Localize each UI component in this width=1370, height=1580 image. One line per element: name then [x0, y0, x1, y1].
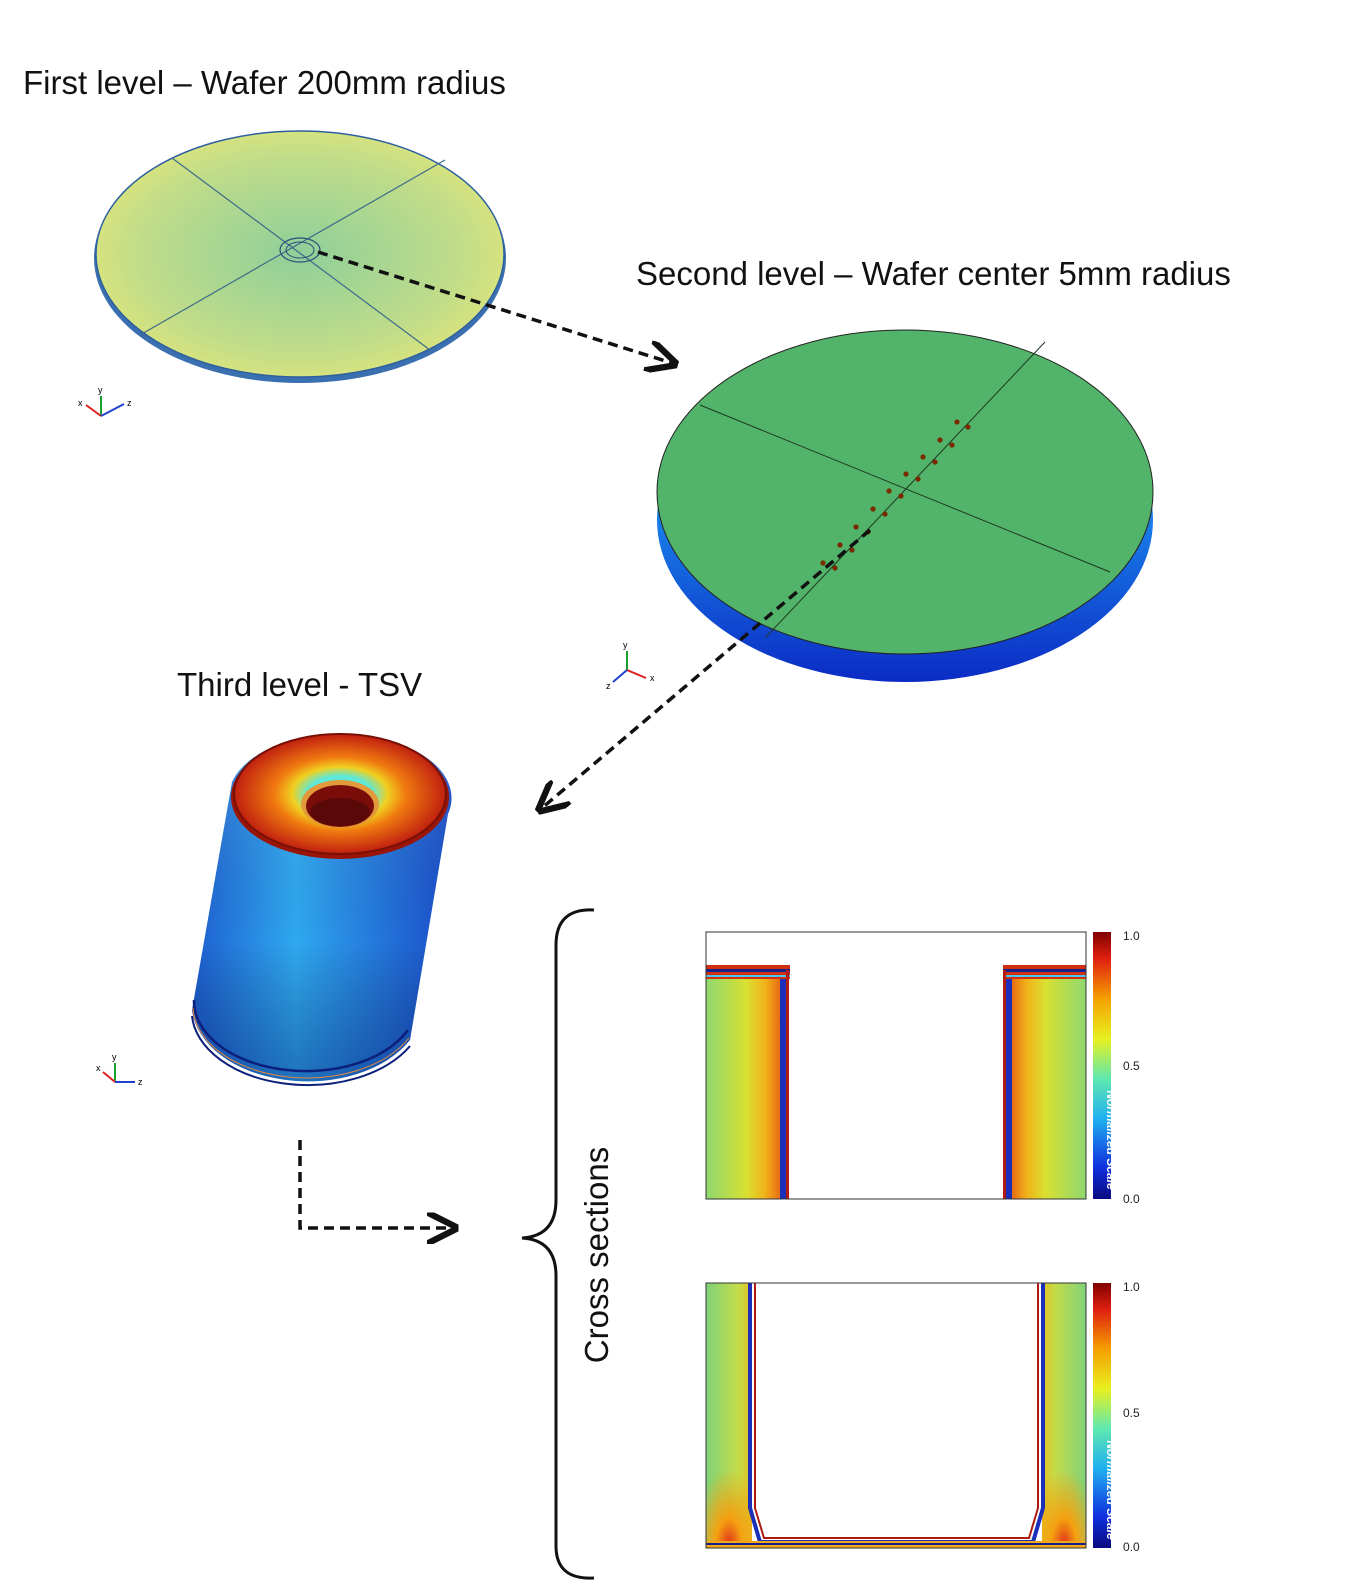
- axis-label: y: [623, 640, 628, 650]
- third-level-title: Third level - TSV: [177, 666, 423, 703]
- arrow-first-to-second: [317, 250, 672, 363]
- axis-triad-third: y x z: [96, 1052, 143, 1087]
- colorbar-max: 1.0: [1123, 1280, 1140, 1294]
- axis-label: z: [127, 398, 132, 408]
- cross-section-bottom: Normalized Scale 1.0 0.5 0.0: [705, 1280, 1140, 1554]
- axis-label: x: [96, 1063, 101, 1073]
- colorbar-mid: 0.5: [1123, 1406, 1140, 1420]
- first-level-wafer: [94, 130, 506, 383]
- second-level-wafer: [656, 329, 1154, 682]
- first-level-title: First level – Wafer 200mm radius: [23, 64, 506, 101]
- axis-triad-first: y x z: [78, 385, 132, 417]
- second-level-title: Second level – Wafer center 5mm radius: [636, 255, 1231, 292]
- colorbar-title: Normalized Scale: [1104, 1440, 1118, 1540]
- colorbar-max: 1.0: [1123, 929, 1140, 943]
- axis-triad-second: y x z: [606, 640, 655, 691]
- colorbar-title: Normalized Scale: [1104, 1090, 1118, 1190]
- tsv-dots: [820, 419, 971, 571]
- cross-section-top: Normalized Scale 1.0 0.5 0.0: [705, 929, 1140, 1206]
- colorbar: [1093, 1283, 1111, 1548]
- colorbar-min: 0.0: [1123, 1540, 1140, 1554]
- wafer-center-circle: [279, 237, 321, 263]
- colorbar-min: 0.0: [1123, 1192, 1140, 1206]
- axis-label: z: [138, 1077, 143, 1087]
- arrow-second-to-third: [542, 528, 872, 808]
- curly-brace: [521, 908, 595, 1580]
- axis-label: x: [650, 673, 655, 683]
- colorbar-mid: 0.5: [1123, 1059, 1140, 1073]
- axis-label: x: [78, 398, 83, 408]
- colorbar: [1093, 932, 1111, 1199]
- cross-sections-label: Cross sections: [578, 1147, 615, 1363]
- axis-label: y: [112, 1052, 117, 1062]
- axis-label: z: [606, 681, 611, 691]
- arrow-to-cross-sections: [298, 1140, 452, 1228]
- axis-label: y: [98, 385, 103, 395]
- tsv-cylinder: [191, 733, 452, 1087]
